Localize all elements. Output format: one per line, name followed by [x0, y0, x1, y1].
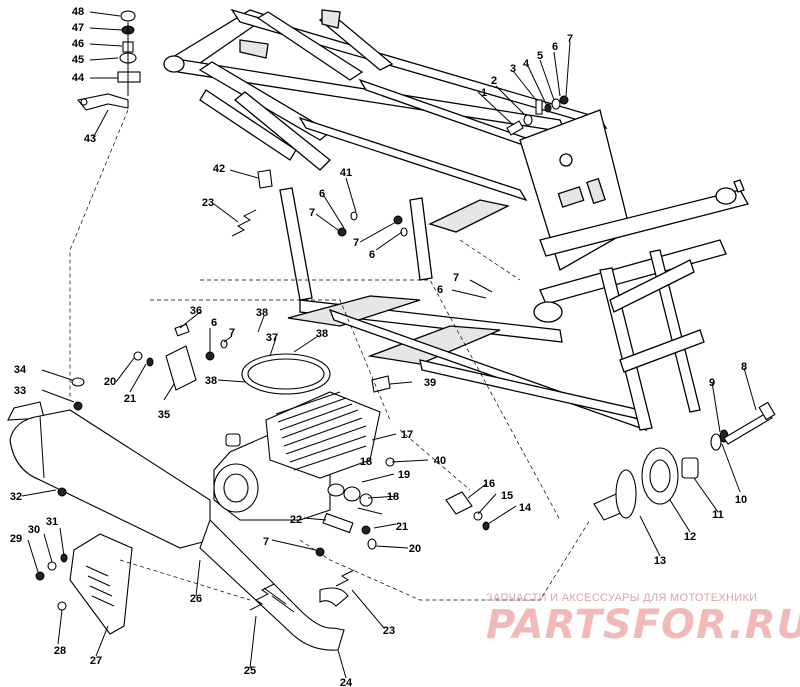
bushing-11 — [681, 457, 699, 479]
callout-1: 1 — [481, 87, 487, 99]
callout-31: 31 — [46, 516, 58, 528]
bolt-8 — [723, 411, 773, 445]
callout-20-lower: 20 — [409, 543, 421, 555]
callout-32: 32 — [10, 491, 22, 503]
callout-11: 11 — [712, 509, 724, 521]
callout-4: 4 — [523, 58, 530, 70]
callout-3: 3 — [510, 63, 516, 75]
brake-drum-13 — [615, 469, 637, 519]
callout-10: 10 — [735, 494, 747, 506]
callout-25: 25 — [244, 665, 256, 677]
callout-40: 40 — [434, 455, 446, 467]
callout-12: 12 — [684, 531, 696, 543]
callout-39: 39 — [424, 377, 436, 389]
callout-17: 17 — [401, 429, 413, 441]
engine-assembly — [213, 353, 381, 521]
callout-38-left: 38 — [205, 375, 217, 387]
heat-shield-slots — [85, 565, 115, 607]
callout-37: 37 — [266, 332, 278, 344]
callout-44: 44 — [72, 72, 85, 84]
callout-23-lower: 23 — [383, 625, 395, 637]
watermark-brand-logo: PARTSFOR.RU — [486, 602, 800, 648]
atv-frame — [163, 8, 749, 432]
site-watermark: ЗАПЧАСТИ И АКСЕССУАРЫ ДЛЯ МОТОТЕХНИКИ PA… — [486, 592, 800, 648]
watermark-caption: ЗАПЧАСТИ И АКСЕССУАРЫ ДЛЯ МОТОТЕХНИКИ — [486, 592, 758, 604]
nut-48 — [120, 10, 136, 22]
callout-8: 8 — [741, 361, 747, 373]
callout-7-mid2: 7 — [353, 237, 359, 249]
wheel-hub-assembly — [593, 401, 776, 521]
callout-38-right: 38 — [316, 328, 328, 340]
hanger-bracket-43 — [77, 93, 129, 111]
callout-43: 43 — [84, 133, 96, 145]
callout-14: 14 — [519, 502, 532, 514]
washer-10 — [710, 433, 722, 451]
callout-47: 47 — [72, 22, 84, 34]
cooling-fins — [275, 391, 367, 471]
callout-46: 46 — [72, 38, 84, 50]
callout-36: 36 — [190, 305, 202, 317]
leader-lines — [21, 11, 757, 679]
bracket-44 — [117, 71, 141, 83]
callout-30: 30 — [28, 524, 40, 536]
callout-2: 2 — [491, 75, 497, 87]
callout-22: 22 — [290, 514, 302, 526]
callout-5: 5 — [537, 50, 543, 62]
callout-6-mid2: 6 — [369, 249, 375, 261]
callout-16: 16 — [483, 478, 495, 490]
callout-7-left: 7 — [229, 327, 235, 339]
callout-15: 15 — [501, 490, 513, 502]
callout-29: 29 — [10, 533, 22, 545]
callout-7-mid: 7 — [309, 207, 315, 219]
callout-9: 9 — [709, 377, 715, 389]
callout-13: 13 — [654, 555, 666, 567]
callout-6-left: 6 — [211, 317, 217, 329]
muffler-hanger-assembly — [77, 10, 141, 111]
assembly-guide-lines — [69, 109, 591, 601]
callout-27: 27 — [90, 655, 102, 667]
callout-6-upper: 6 — [552, 41, 558, 53]
heat-shield-27 — [69, 533, 133, 635]
callout-48: 48 — [72, 6, 84, 18]
callout-21-lower: 21 — [396, 521, 408, 533]
hardware — [35, 95, 569, 611]
callout-33: 33 — [14, 385, 26, 397]
callout-7-right: 7 — [453, 272, 459, 284]
callout-35: 35 — [158, 409, 170, 421]
cylinder — [265, 391, 381, 479]
callout-6-mid: 6 — [319, 188, 325, 200]
callout-18-lower: 18 — [387, 491, 399, 503]
callout-26: 26 — [190, 593, 202, 605]
callout-38-top: 38 — [256, 307, 268, 319]
callout-7-upper: 7 — [567, 33, 573, 45]
callout-34: 34 — [14, 364, 27, 376]
callout-6-right: 6 — [437, 284, 443, 296]
callout-7-lower: 7 — [263, 536, 269, 548]
callout-18-upper: 18 — [360, 456, 372, 468]
callout-28: 28 — [54, 645, 66, 657]
callout-labels: 1 2 3 4 5 6 7 8 9 10 11 12 13 14 15 16 1… — [10, 6, 747, 687]
callout-20-left: 20 — [104, 376, 116, 388]
callout-19: 19 — [398, 469, 410, 481]
callout-24: 24 — [340, 677, 353, 687]
callout-21-left: 21 — [124, 393, 136, 405]
callout-42: 42 — [213, 163, 225, 175]
callout-23-upper: 23 — [202, 197, 214, 209]
callout-45: 45 — [72, 54, 84, 66]
callout-41: 41 — [340, 167, 352, 179]
